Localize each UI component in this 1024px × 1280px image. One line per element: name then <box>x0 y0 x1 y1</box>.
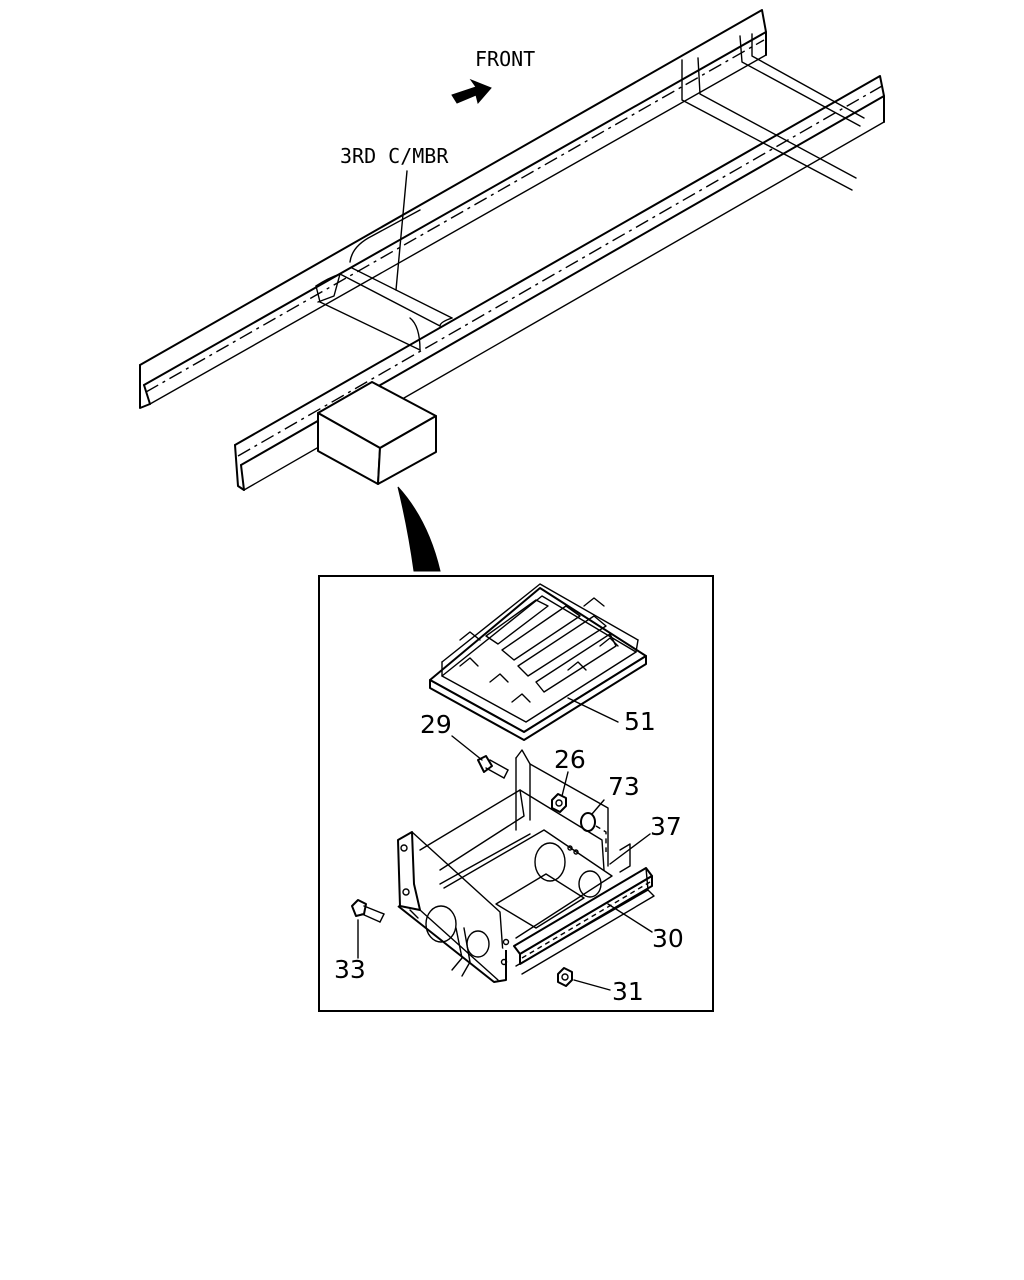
callout-33: 33 <box>334 955 366 984</box>
crossmember-leader <box>395 170 408 291</box>
nut-26 <box>551 793 567 813</box>
callout-29: 29 <box>420 710 452 739</box>
callout-73: 73 <box>608 772 640 801</box>
callout-31: 31 <box>612 977 644 1006</box>
callout-51: 51 <box>624 707 656 736</box>
callout-30: 30 <box>652 924 684 953</box>
chassis-frame <box>139 9 885 491</box>
detail-frame <box>318 575 714 1012</box>
battery-cover <box>429 583 647 741</box>
bolt-29 <box>477 755 509 779</box>
battery-tray <box>397 749 631 983</box>
mounting-rail <box>513 867 655 975</box>
leader-lines <box>357 697 653 991</box>
front-arrow-icon <box>451 78 492 105</box>
callout-26: 26 <box>554 745 586 774</box>
bolt-33 <box>351 899 385 923</box>
nut-31 <box>557 967 573 987</box>
front-label: FRONT <box>475 47 535 71</box>
callout-37: 37 <box>650 812 682 841</box>
crossmember-label: 3RD C/MBR <box>340 144 449 168</box>
detail-pointer-icon <box>397 486 441 572</box>
battery-box-location <box>317 381 437 485</box>
